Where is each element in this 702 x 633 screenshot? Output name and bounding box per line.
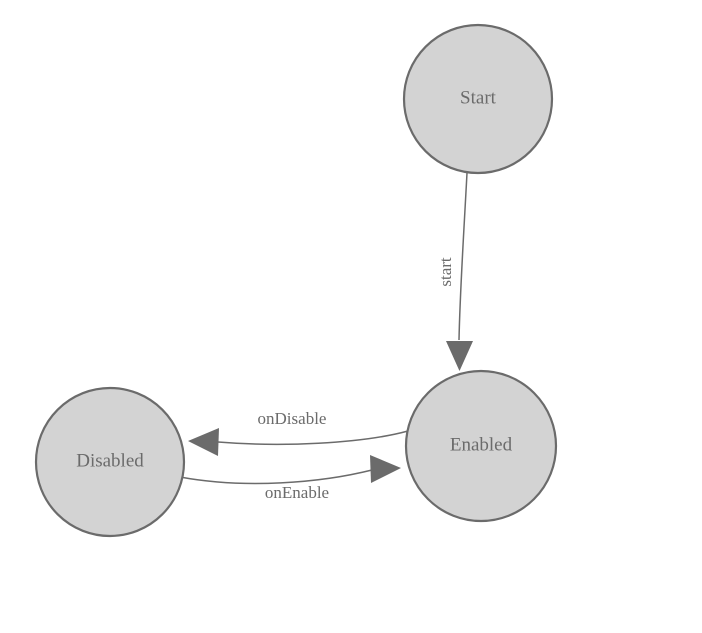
edge-disabled-to-enabled-path — [179, 469, 373, 485]
arrowhead-disabled-to-enabled — [370, 455, 401, 483]
edge-label-ondisable: onDisable — [258, 409, 327, 428]
arrowhead-start-to-enabled — [446, 341, 473, 371]
edge-label-start: start — [436, 257, 455, 287]
edge-start-to-enabled-path — [458, 172, 468, 341]
edge-enabled-to-disabled[interactable]: onDisable — [188, 409, 409, 456]
node-disabled-label: Disabled — [76, 450, 144, 471]
node-start-label: Start — [460, 87, 497, 108]
edge-start-to-enabled[interactable]: start — [436, 172, 473, 371]
node-enabled-label: Enabled — [450, 434, 513, 455]
node-start-circle — [402, 23, 554, 175]
node-disabled-circle — [34, 386, 186, 538]
edge-enabled-to-disabled-path — [217, 430, 409, 446]
edge-label-onenable: onEnable — [265, 483, 329, 502]
node-enabled-circle — [404, 369, 558, 523]
node-disabled[interactable]: Disabled — [34, 386, 186, 538]
edge-disabled-to-enabled[interactable]: onEnable — [179, 455, 401, 502]
arrowhead-enabled-to-disabled — [188, 428, 219, 456]
node-start[interactable]: Start — [402, 23, 554, 175]
node-enabled[interactable]: Enabled — [404, 369, 558, 523]
